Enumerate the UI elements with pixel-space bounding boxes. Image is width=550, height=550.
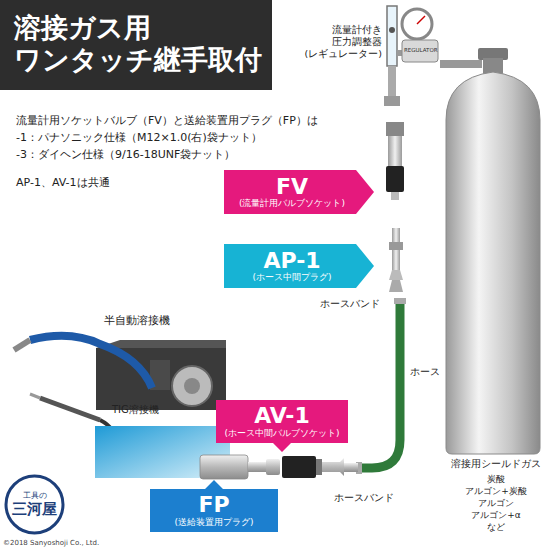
hose-band — [394, 298, 406, 304]
fp-plug-fitting — [200, 455, 280, 479]
gas-type: 炭酸 — [448, 474, 544, 485]
part-label: ホースバンド — [334, 492, 394, 504]
ap1-plug-fitting — [389, 228, 403, 292]
fv-tag: FV(流量計用バルブソケット) — [224, 170, 374, 214]
logo-badge: 工具の三河屋 — [4, 474, 65, 535]
note-text: -1：パナソニック仕様（M12×1.0(右)袋ナット） — [16, 131, 262, 144]
tag-outline — [216, 400, 348, 452]
note-text: -3：ダイヘン仕様（9/16-18UNF袋ナット） — [16, 148, 235, 161]
part-label: ホース — [410, 366, 440, 378]
gas-type: アルゴン — [448, 498, 544, 509]
tag-sub-text: (流量計用バルブソケット) — [239, 199, 345, 209]
gas-type: アルゴン+炭酸 — [448, 486, 544, 497]
title-text: 溶接ガス用 ワンタッチ継手取付 — [14, 12, 264, 77]
tag-sub-text: 三河屋 — [12, 501, 57, 518]
tag-outline — [224, 170, 374, 214]
fv-socket-fitting — [386, 122, 404, 200]
part-label: TIG溶接機 — [112, 404, 159, 416]
tag-sub-text: (送給装置用プラグ) — [174, 518, 253, 528]
tag-sub-text: (ホース中間バルブソケット) — [224, 429, 339, 439]
gas-cylinder — [440, 48, 540, 454]
tag-outline — [6, 476, 63, 533]
gas-type: など — [448, 522, 544, 533]
title-band — [0, 0, 272, 90]
ap1-tag: AP-1(ホース中間プラグ) — [224, 244, 374, 288]
tag-outline — [150, 480, 278, 532]
tag-outline — [224, 244, 374, 288]
hose — [358, 300, 400, 468]
part-label: 流量計付き 圧力調整器 (レギュレーター) — [292, 24, 382, 60]
tag-main-text: AP-1 — [263, 249, 320, 273]
regulator — [384, 6, 438, 106]
tag-main-text: FP — [198, 493, 229, 517]
part-label: ホースバンド — [320, 298, 380, 310]
fp-tag: FP(送給装置用プラグ) — [150, 480, 278, 532]
note-text: AP-1、AV-1は共通 — [16, 176, 110, 189]
part-label: 溶接用シールドガス — [448, 458, 544, 470]
note-text: 流量計用ソケットバルブ（FV）と送給装置用プラグ（FP）は — [16, 114, 318, 127]
copyright: ©2018 Sanyoshoji Co., Ltd. — [3, 539, 99, 547]
gas-type: アルゴン+α — [448, 510, 544, 521]
av1-tag: AV-1(ホース中間バルブソケット) — [216, 400, 348, 452]
part-label: 半自動溶接機 — [104, 314, 170, 327]
tag-main-text: AV-1 — [254, 404, 309, 428]
tag-sub-text: (ホース中間プラグ) — [252, 273, 331, 283]
tag-main-text: FV — [276, 175, 308, 199]
part-label: REGULATOR — [404, 47, 438, 54]
tag-main-text: 工具の — [23, 492, 47, 501]
av1-socket-fitting — [282, 456, 358, 478]
